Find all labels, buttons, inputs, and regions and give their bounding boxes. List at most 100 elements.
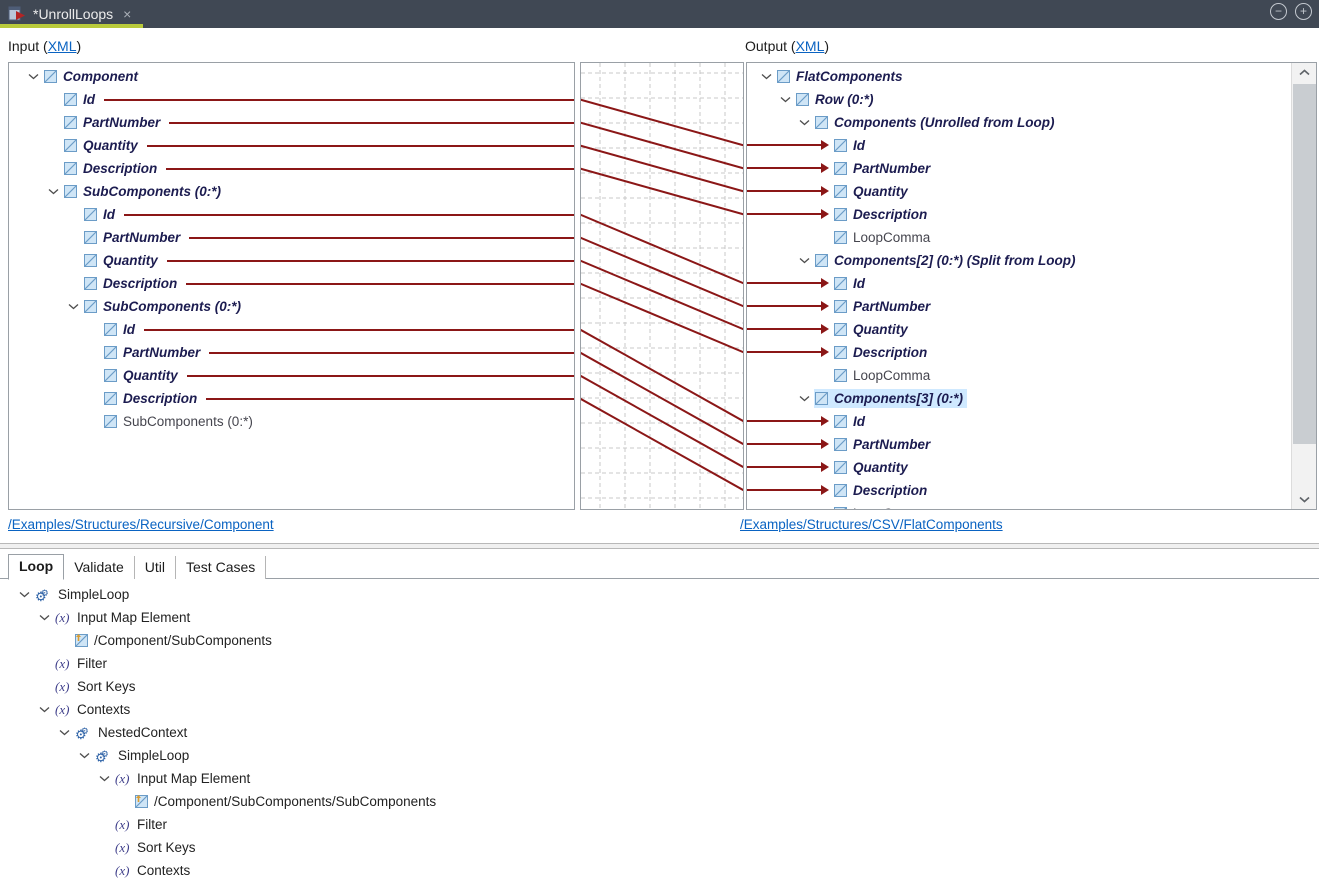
input-xml-link[interactable]: XML [47,38,77,54]
tree-row[interactable]: ⚙⚙NestedContext [0,721,1319,744]
output-schema-path-link[interactable]: /Examples/Structures/CSV/FlatComponents [740,517,1003,532]
tree-row[interactable]: (x)Input Map Element [0,606,1319,629]
tree-row[interactable]: PartNumber [9,111,574,134]
scrollbar-thumb[interactable] [1293,84,1316,444]
tree-row[interactable]: Description [9,272,574,295]
expand-all-button[interactable]: + [1295,3,1312,20]
tree-row[interactable]: Quantity [747,318,1316,341]
node[interactable]: Quantity [833,182,912,201]
node[interactable]: SubComponents (0:*) [83,297,245,316]
node[interactable]: Id [63,90,99,109]
tree-row[interactable]: LoopComma [747,226,1316,249]
chevron-down-icon[interactable] [799,395,810,402]
expand-toggle[interactable] [63,303,83,310]
tree-row[interactable]: PartNumber [747,157,1316,180]
input-schema-path-link[interactable]: /Examples/Structures/Recursive/Component [8,517,274,532]
tree-row[interactable]: FlatComponents [747,65,1316,88]
chevron-down-icon[interactable] [59,729,70,736]
tree-row[interactable]: Components[2] (0:*) (Split from Loop) [747,249,1316,272]
expand-toggle[interactable] [794,119,814,126]
node[interactable]: /Component/SubComponents/SubComponents [134,792,440,811]
tree-row[interactable]: SubComponents (0:*) [9,410,574,433]
expand-toggle[interactable] [775,96,795,103]
node[interactable]: Components[2] (0:*) (Split from Loop) [814,251,1079,270]
node[interactable]: Description [103,389,201,408]
chevron-down-icon[interactable] [79,752,90,759]
chevron-down-icon[interactable] [780,96,791,103]
tree-row[interactable]: Row (0:*) [747,88,1316,111]
node[interactable]: Id [833,136,869,155]
node[interactable]: LoopComma [833,228,934,247]
node[interactable]: PartNumber [833,159,934,178]
node[interactable]: Description [63,159,161,178]
tree-row[interactable]: Id [747,410,1316,433]
tree-row[interactable]: (x)Filter [0,813,1319,836]
close-icon[interactable]: × [123,6,132,22]
node[interactable]: (x)Contexts [54,700,134,719]
node[interactable]: PartNumber [833,297,934,316]
node[interactable]: ⚙⚙SimpleLoop [34,585,133,604]
chevron-down-icon[interactable] [799,257,810,264]
node[interactable]: Id [833,412,869,431]
node[interactable]: ⚙⚙NestedContext [74,723,191,742]
node[interactable]: SubComponents (0:*) [63,182,225,201]
node[interactable]: Components (Unrolled from Loop) [814,113,1058,132]
node[interactable]: /Component/SubComponents [74,631,276,650]
expand-toggle[interactable] [34,706,54,713]
node[interactable]: (x)Filter [114,815,171,834]
tab-validate[interactable]: Validate [64,556,135,579]
node[interactable]: SubComponents (0:*) [103,412,257,431]
scroll-up-icon[interactable] [1292,63,1316,82]
tree-row[interactable]: Id [747,272,1316,295]
tree-row[interactable]: SubComponents (0:*) [9,180,574,203]
collapse-all-button[interactable]: − [1270,3,1287,20]
node[interactable]: Quantity [63,136,142,155]
chevron-down-icon[interactable] [39,614,50,621]
expand-toggle[interactable] [794,257,814,264]
node[interactable]: PartNumber [63,113,164,132]
tab-loop[interactable]: Loop [8,554,65,580]
tree-row[interactable]: /Component/SubComponents/SubComponents [0,790,1319,813]
tree-row[interactable]: Id [9,88,574,111]
node[interactable]: Id [833,274,869,293]
document-tab[interactable]: *UnrollLoops × [0,0,143,28]
tree-row[interactable]: (x)Contexts [0,859,1319,882]
tree-row[interactable]: PartNumber [747,433,1316,456]
node[interactable]: Description [833,481,931,500]
expand-toggle[interactable] [74,752,94,759]
tree-row[interactable]: PartNumber [9,341,574,364]
node[interactable]: Id [103,320,139,339]
node[interactable]: Row (0:*) [795,90,878,109]
tree-row[interactable]: Description [9,157,574,180]
expand-toggle[interactable] [43,188,63,195]
node[interactable]: FlatComponents [776,67,907,86]
node[interactable]: LoopComma [833,504,934,509]
chevron-down-icon[interactable] [28,73,39,80]
node[interactable]: Id [83,205,119,224]
tab-util[interactable]: Util [134,556,177,579]
node[interactable]: LoopComma [833,366,934,385]
node[interactable]: Quantity [833,320,912,339]
node[interactable]: Description [83,274,181,293]
chevron-down-icon[interactable] [48,188,59,195]
tree-row[interactable]: ⚙⚙SimpleLoop [0,744,1319,767]
tree-row[interactable]: Quantity [9,134,574,157]
expand-toggle[interactable] [54,729,74,736]
tree-row[interactable]: PartNumber [747,295,1316,318]
chevron-down-icon[interactable] [761,73,772,80]
expand-toggle[interactable] [94,775,114,782]
tree-row[interactable]: ⚙⚙SimpleLoop [0,583,1319,606]
expand-toggle[interactable] [34,614,54,621]
tree-row[interactable]: Id [9,203,574,226]
tree-row[interactable]: LoopComma [747,364,1316,387]
chevron-down-icon[interactable] [99,775,110,782]
node[interactable]: Quantity [103,366,182,385]
node[interactable]: (x)Input Map Element [114,769,254,788]
node[interactable]: (x)Sort Keys [114,838,200,857]
tree-row[interactable]: Quantity [9,364,574,387]
horizontal-splitter[interactable] [0,543,1319,549]
tree-row[interactable]: Id [747,134,1316,157]
tree-row[interactable]: Components[3] (0:*) [747,387,1316,410]
tree-row[interactable]: Description [9,387,574,410]
tree-row[interactable]: (x)Sort Keys [0,675,1319,698]
